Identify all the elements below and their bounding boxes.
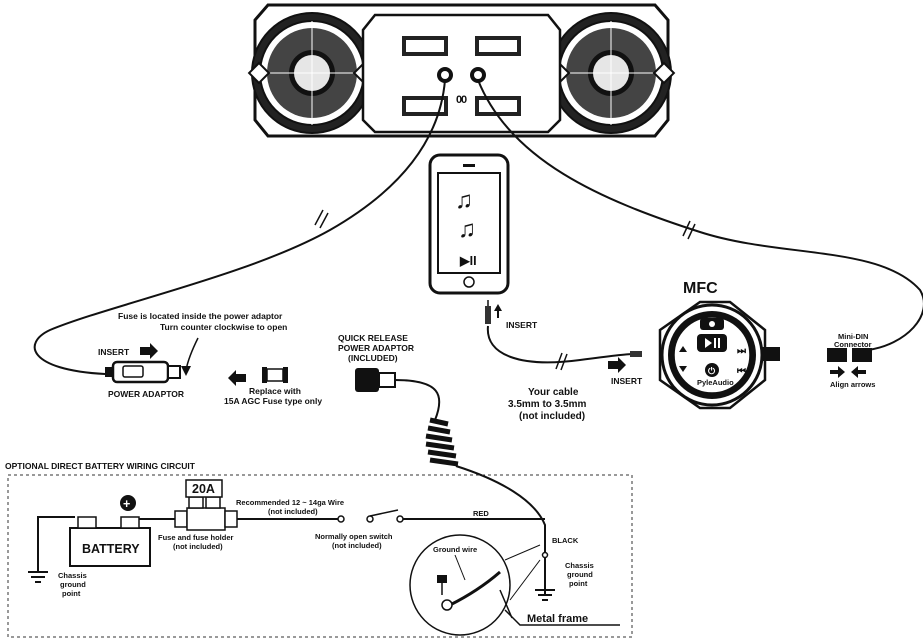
fuse-holder-line-2: (not included) bbox=[173, 542, 223, 551]
power-icon: ⏻ bbox=[708, 366, 716, 376]
user-aux-cable bbox=[485, 300, 642, 371]
jack-left-mark: 0 bbox=[456, 94, 462, 106]
mfc-previous-button[interactable]: ⏮ bbox=[737, 366, 746, 377]
battery bbox=[69, 527, 151, 567]
power-adaptor-label: POWER ADAPTOR bbox=[108, 389, 184, 399]
mfc-brand: PyleAudio bbox=[697, 378, 734, 387]
fuse-note-line-2: Turn counter clockwise to open bbox=[160, 322, 287, 332]
black-wire-label: BLACK bbox=[552, 536, 579, 545]
mfc-remote: MFC ⏭ ⏮ ⏻ PyleAudio INSERT bbox=[608, 280, 780, 410]
qr-line-3: (INCLUDED) bbox=[348, 353, 398, 363]
play-pause-icon: ▶II bbox=[459, 254, 477, 268]
qr-line-1: QUICK RELEASE bbox=[338, 333, 408, 343]
switch-line-1: Normally open switch bbox=[315, 532, 393, 541]
fuse-note-line-1: Fuse is located inside the power adaptor bbox=[118, 311, 283, 321]
smartphone: ♫ ♫ ▶II bbox=[428, 153, 510, 295]
fuse-rating-box bbox=[185, 479, 223, 498]
chassis-right-line-2: ground bbox=[567, 570, 593, 579]
insert-up-arrow-icon bbox=[494, 304, 502, 318]
music-note-icon: ♫ bbox=[455, 187, 473, 214]
left-speaker-grille bbox=[251, 12, 373, 134]
mfc-next-button[interactable]: ⏭ bbox=[737, 346, 746, 357]
speaker-unit: 0 0 bbox=[247, 3, 676, 138]
power-cable bbox=[33, 79, 446, 375]
your-cable-line-1: Your cable bbox=[528, 387, 579, 398]
chassis-right-line-3: point bbox=[569, 579, 588, 588]
mfc-power-button[interactable] bbox=[705, 363, 719, 377]
switch-contact-right bbox=[366, 515, 374, 523]
mfc-title: MFC bbox=[683, 280, 718, 297]
align-arrow-left-icon bbox=[851, 366, 866, 378]
replace-fuse-line-1: Replace with bbox=[249, 386, 301, 396]
rotate-arrow-icon bbox=[181, 366, 191, 376]
qr-line-2: POWER ADAPTOR bbox=[338, 343, 414, 353]
battery-label: BATTERY bbox=[82, 542, 140, 556]
jack-right-mark: 0 bbox=[461, 94, 467, 106]
fuse-holder-line-1: Fuse and fuse holder bbox=[158, 533, 234, 542]
wire-spec-line-1: Recommended 12 ~ 14ga Wire bbox=[236, 498, 344, 507]
positive-terminal-icon bbox=[120, 495, 136, 511]
switch-contact-left bbox=[337, 515, 345, 523]
insert-arrow-icon bbox=[140, 343, 158, 359]
metal-frame-label: Metal frame bbox=[527, 613, 588, 625]
insert-power-label: INSERT bbox=[98, 347, 130, 357]
right-speaker-grille bbox=[550, 12, 672, 134]
chassis-left-line-2: ground bbox=[60, 580, 86, 589]
ground-detail-callout bbox=[409, 534, 511, 636]
mfc-insert-arrow-icon bbox=[608, 357, 626, 373]
mini-din-line-1: Mini-DIN bbox=[838, 332, 868, 341]
align-arrows-label: Align arrows bbox=[830, 380, 875, 389]
mini-din-connector: Mini-DIN Connector Align arrows bbox=[827, 332, 875, 389]
battery-circuit: OPTIONAL DIRECT BATTERY WIRING CIRCUIT C… bbox=[5, 461, 633, 638]
mfc-insert-label: INSERT bbox=[611, 376, 643, 386]
circuit-title: OPTIONAL DIRECT BATTERY WIRING CIRCUIT bbox=[5, 461, 196, 471]
align-arrow-right-icon bbox=[830, 366, 845, 378]
circuit-frame bbox=[7, 474, 633, 638]
center-panel bbox=[361, 13, 562, 134]
power-adaptor: Fuse is located inside the power adaptor… bbox=[98, 311, 322, 406]
mfc-cable bbox=[477, 79, 923, 351]
mfc-volume-up-button[interactable] bbox=[679, 346, 687, 352]
wire-spec-line-2: (not included) bbox=[268, 507, 318, 516]
chassis-left-line-3: point bbox=[62, 589, 81, 598]
red-wire-label: RED bbox=[473, 509, 489, 518]
back-arrow-icon bbox=[228, 370, 246, 386]
chassis-left-line-1: Chassis bbox=[58, 571, 87, 580]
insert-cable-label: INSERT bbox=[506, 320, 538, 330]
music-notes-icon: ♫ bbox=[458, 216, 476, 243]
switch-line-2: (not included) bbox=[332, 541, 382, 550]
ground-wire-label: Ground wire bbox=[433, 545, 477, 554]
your-cable-line-2: 3.5mm to 3.5mm bbox=[508, 399, 586, 410]
your-cable-line-3: (not included) bbox=[519, 411, 585, 422]
mfc-volume-down-button[interactable] bbox=[679, 366, 687, 372]
aux-jacks: 0 0 bbox=[437, 67, 486, 106]
screw-icon bbox=[437, 575, 447, 583]
positive-terminal-symbol: + bbox=[123, 497, 130, 511]
fuse-rating: 20A bbox=[192, 482, 215, 496]
aux-insert-group: INSERT Your cable 3.5mm to 3.5mm (not in… bbox=[494, 304, 586, 422]
quick-release-adaptor: QUICK RELEASE POWER ADAPTOR (INCLUDED) bbox=[338, 333, 414, 392]
mini-din-line-2: Connector bbox=[834, 340, 872, 349]
replace-fuse-line-2: 15A AGC Fuse type only bbox=[224, 396, 322, 406]
chassis-right-line-1: Chassis bbox=[565, 561, 594, 570]
